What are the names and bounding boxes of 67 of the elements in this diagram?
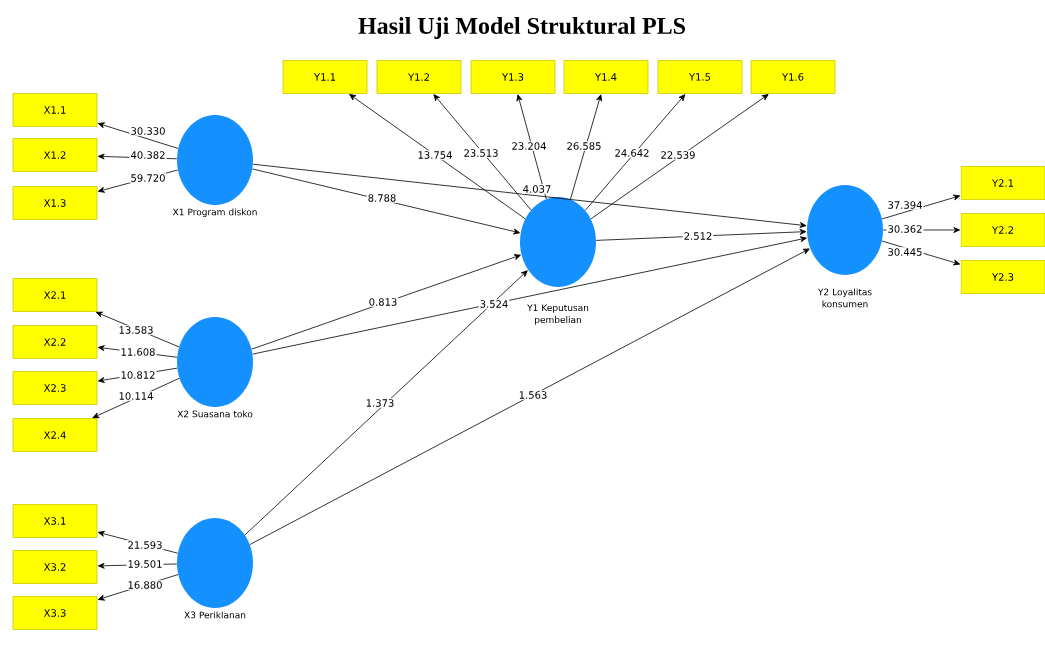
- path-coefficient: 24.642: [613, 148, 651, 158]
- path-coefficient: 10.114: [117, 391, 155, 401]
- path-arrow: [595, 228, 807, 241]
- path-coefficient: 26.585: [565, 141, 603, 151]
- path-coefficient: 0.813: [367, 297, 399, 307]
- node-label: X1 Program diskon: [172, 208, 257, 218]
- indicator-box: X3.1: [12, 504, 98, 538]
- title: Hasil Uji Model Struktural PLS: [358, 17, 685, 39]
- path-arrow: [251, 254, 521, 350]
- node-label: Y2 Loyalitas konsumen: [817, 288, 872, 308]
- path-coefficient: 11.608: [119, 347, 157, 357]
- indicator-box: Y1.6: [750, 60, 836, 94]
- indicator-box: Y2.3: [960, 260, 1045, 294]
- path-arrow: [433, 94, 532, 211]
- path-arrow: [252, 168, 520, 235]
- indicator-box: Y1.4: [563, 60, 649, 94]
- path-coefficient: 1.563: [517, 390, 549, 400]
- indicator-box: X1.3: [12, 186, 98, 220]
- path-coefficient: 4.037: [521, 184, 553, 194]
- path-coefficient: 23.204: [510, 141, 548, 151]
- path-coefficient: 40.382: [129, 150, 167, 160]
- indicator-box: X2.2: [12, 325, 98, 359]
- indicator-box: Y1.1: [282, 60, 368, 94]
- indicator-box: Y2.2: [960, 213, 1045, 247]
- path-coefficient: 30.362: [886, 224, 924, 234]
- path-coefficient: 19.501: [126, 559, 164, 569]
- path-arrow: [244, 270, 528, 536]
- indicator-box: Y2.1: [960, 166, 1045, 200]
- path-coefficient: 13.583: [117, 325, 155, 335]
- path-arrow: [590, 94, 769, 220]
- path-coefficient: 8.788: [366, 193, 398, 203]
- node-label: Y1 Keputusan pembelian: [527, 304, 589, 325]
- path-arrow: [881, 240, 961, 266]
- path-coefficient: 16.880: [126, 580, 164, 590]
- indicator-box: X1.2: [12, 138, 98, 172]
- path-coefficient: 30.330: [129, 126, 167, 136]
- path-arrow: [516, 94, 547, 200]
- path-arrow: [349, 94, 526, 220]
- path-arrow: [252, 163, 807, 228]
- indicator-box: Y1.5: [657, 60, 743, 94]
- path-coefficient: 30.445: [886, 247, 924, 257]
- path-coefficient: 22.539: [659, 150, 697, 160]
- path-arrow: [881, 194, 961, 220]
- path-arrow: [97, 122, 179, 149]
- node-label: X2 Suasana toko: [177, 410, 253, 418]
- indicator-box: X1.1: [12, 93, 98, 127]
- indicator-box: X2.4: [12, 418, 98, 452]
- indicator-box: Y1.3: [470, 60, 556, 94]
- indicator-box: X2.3: [12, 371, 98, 405]
- path-coefficient: 13.754: [416, 150, 454, 160]
- path-coefficient: 21.593: [126, 540, 164, 550]
- path-coefficient: 37.394: [886, 200, 924, 210]
- path-arrow: [584, 94, 686, 211]
- indicator-box: X2.1: [12, 278, 98, 312]
- path-coefficient: 1.373: [364, 398, 396, 408]
- node-label: X3 Periklanan: [184, 611, 246, 619]
- path-coefficient: 59.720: [129, 173, 167, 183]
- path-coefficient: 2.512: [682, 231, 714, 241]
- indicator-box: Y1.2: [376, 60, 462, 94]
- path-arrow: [570, 94, 603, 200]
- indicator-box: X3.2: [12, 550, 98, 584]
- path-coefficient: 23.513: [462, 148, 500, 158]
- indicator-box: X3.3: [12, 596, 98, 630]
- path-arrow: [249, 248, 810, 545]
- path-arrow: [252, 236, 807, 355]
- path-coefficient: 10.812: [119, 370, 157, 380]
- path-coefficient: 3.524: [478, 299, 510, 309]
